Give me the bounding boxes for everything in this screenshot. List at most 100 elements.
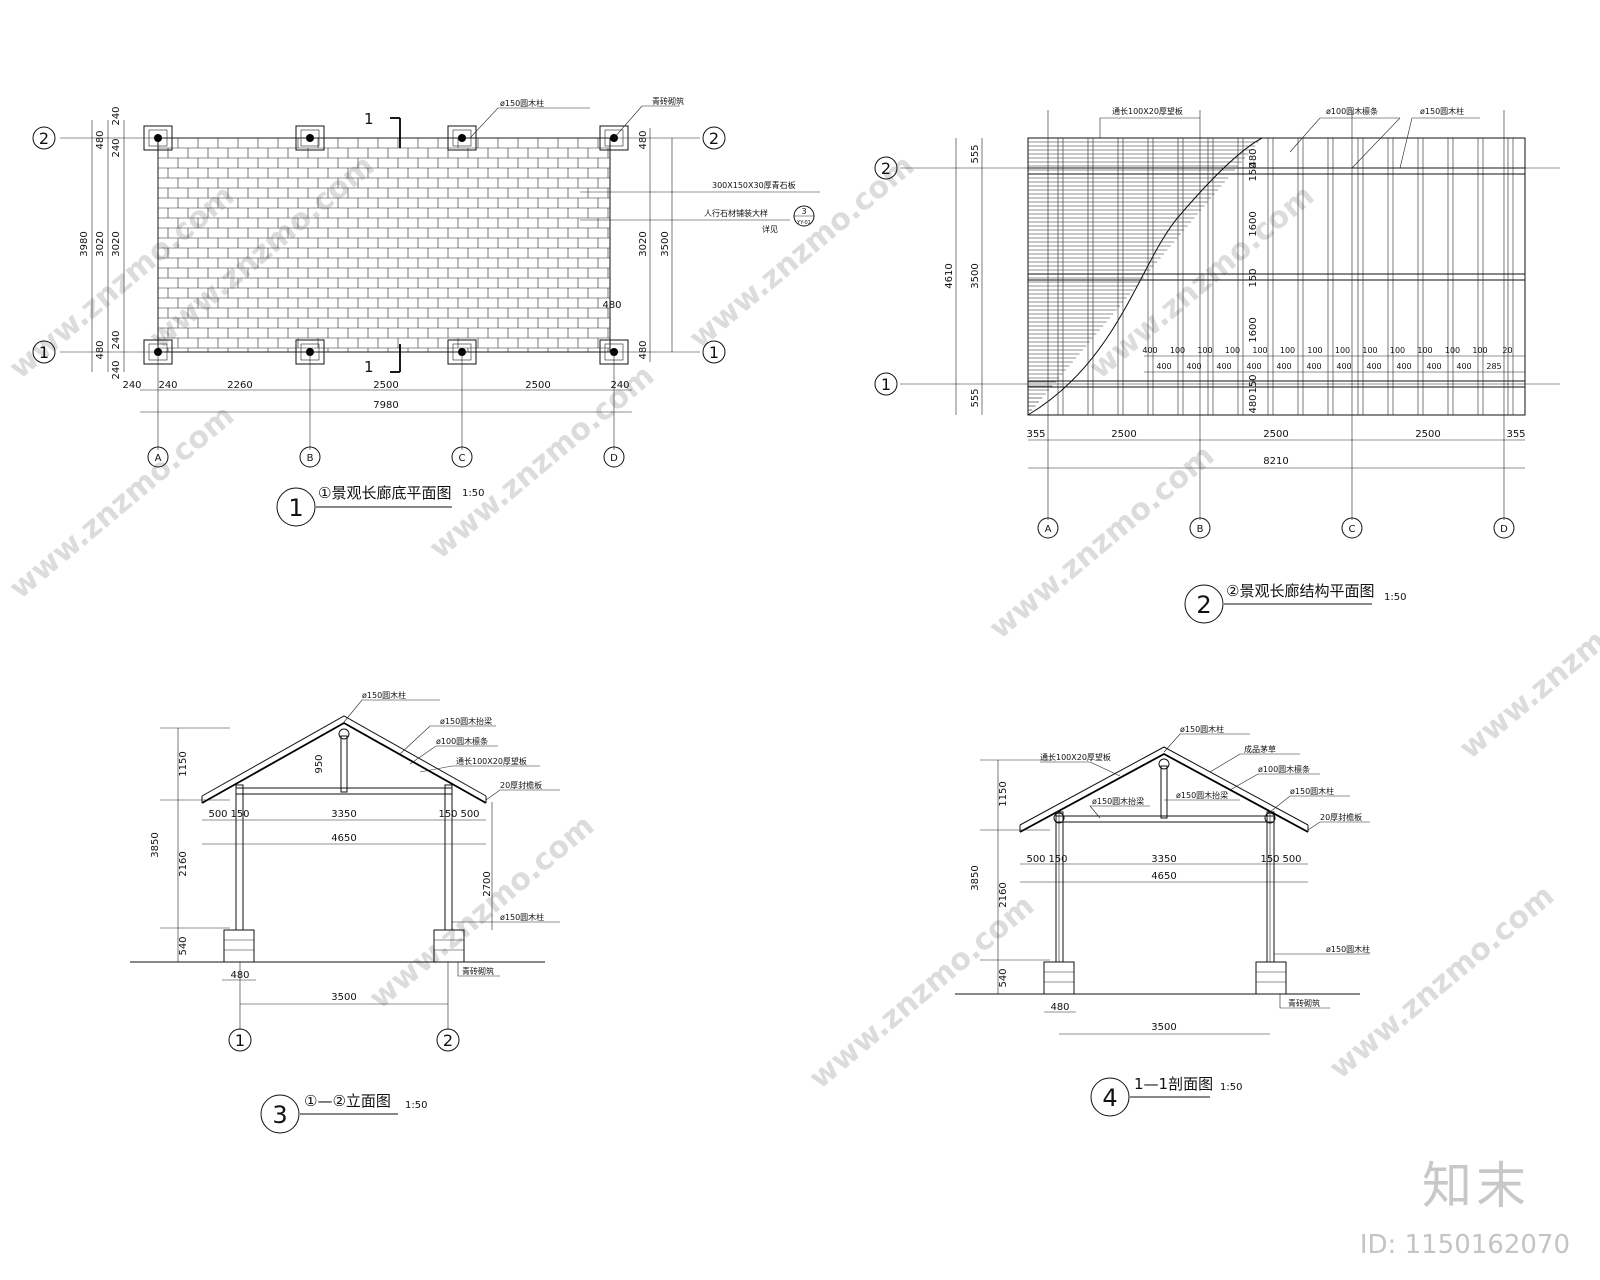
svg-text:1: 1 [235, 1031, 245, 1050]
grid-bubble: 1 [702, 340, 726, 364]
drawing-title: ①—②立面图 [304, 1092, 391, 1110]
grid-bubble: C [451, 446, 473, 468]
dim-text: 3500 [331, 992, 356, 1003]
drawing-number: 4 [1102, 1084, 1117, 1112]
grid-bubble: 2 [32, 126, 56, 150]
column [1055, 811, 1064, 963]
drawing-number: 2 [1196, 591, 1211, 619]
purlin-dim: 100 [1335, 346, 1350, 355]
dim-text: 3500 [970, 263, 981, 288]
dim-text: 240 [111, 138, 122, 157]
purlin-dim: 400 [1186, 362, 1201, 371]
dim-text: 3850 [970, 865, 981, 890]
roof-outline [1027, 137, 1526, 416]
dim-text: 240 [122, 380, 141, 391]
roof-outline [201, 721, 487, 804]
drawing-scale: 1:50 [1220, 1082, 1242, 1093]
dim-text: 240 [610, 380, 629, 391]
drawing-title: ②景观长廊结构平面图 [1226, 582, 1374, 600]
purlin-dim: 400 [1142, 346, 1157, 355]
purlin-dim: 100 [1390, 346, 1405, 355]
dim-text: 480 [1248, 394, 1259, 413]
paving-outline [157, 137, 611, 353]
image-id: ID: 1150162070 [1359, 1230, 1570, 1260]
purlin-dim: 100 [1280, 346, 1295, 355]
watermark-text: www.znzmo.com [363, 808, 601, 1016]
svg-text:A: A [155, 453, 162, 464]
dim-text: 240 [158, 380, 177, 391]
detail-sheet: YY-01 [796, 220, 811, 226]
purlin-dim: 100 [1417, 346, 1432, 355]
dim-text: 2500 [1263, 429, 1288, 440]
dim-text: 2500 [1111, 429, 1136, 440]
label-column: ø150圆木柱 [1420, 106, 1464, 116]
svg-text:B: B [1197, 524, 1204, 535]
dim-text: 355 [1026, 429, 1045, 440]
dim-text: 3350 [1151, 854, 1176, 865]
dim-text: 240 [111, 360, 122, 379]
elevation-drawing: 1 2 1150 2160 540 3850 500 150 3350 150 … [130, 690, 560, 1134]
section-drawing: 1150 2160 540 3850 500 150 3350 150 500 … [955, 724, 1370, 1117]
label-fascia: 20厚封檐板 [1320, 812, 1362, 822]
svg-text:2: 2 [881, 159, 891, 178]
drawing-scale: 1:50 [462, 488, 484, 499]
dim-text: 2500 [525, 380, 550, 391]
label-ridge-column: ø150圆木柱 [1180, 724, 1224, 734]
dim-text: 4650 [1151, 871, 1176, 882]
roof-outline [1019, 752, 1309, 833]
dim-text: 500 [208, 809, 227, 820]
dim-text: 2160 [998, 882, 1009, 907]
svg-text:2: 2 [709, 129, 719, 148]
label-paving: 300X150X30厚青石板 [712, 180, 796, 190]
watermark-text: www.znzmo.com [1323, 878, 1561, 1086]
tie-beam [235, 787, 453, 795]
purlin-dim: 400 [1306, 362, 1321, 371]
dim-text: 2700 [482, 871, 493, 896]
purlin-dim: 400 [1216, 362, 1231, 371]
ridge-purlin [338, 728, 350, 740]
grid-bubble: C [1341, 517, 1363, 539]
rafters [1057, 138, 1514, 415]
label-purlin: ø100圆木檩条 [436, 736, 488, 746]
svg-text:2: 2 [443, 1031, 453, 1050]
svg-text:C: C [1349, 524, 1356, 535]
dim-text: 150 [438, 809, 457, 820]
label-beam-2: ø150圆木抬梁 [1176, 790, 1228, 800]
label-column: ø150圆木柱 [500, 912, 544, 922]
purlin-dim: 400 [1396, 362, 1411, 371]
watermark-text: www.znzmo.com [803, 888, 1041, 1096]
dim-text: 480 [1050, 1002, 1069, 1013]
label-column: ø150圆木柱 [500, 98, 544, 108]
dim-text: 3980 [79, 231, 90, 256]
section-mark: 1 [364, 358, 374, 376]
grid-bubble: B [1189, 517, 1211, 539]
purlin-dim: 100 [1197, 346, 1212, 355]
dim-text: 480 [638, 130, 649, 149]
grid-bubble: 2 [702, 126, 726, 150]
dim-text: 4610 [944, 263, 955, 288]
purlin-dim: 100 [1472, 346, 1487, 355]
plinth [1043, 961, 1075, 995]
dim-text: 1600 [1248, 317, 1259, 342]
column [1266, 811, 1275, 963]
brand-watermark: 知末 [1422, 1157, 1530, 1215]
dim-text: 480 [1248, 148, 1259, 167]
grid-bubble: D [603, 446, 625, 468]
dim-text: 500 [460, 809, 479, 820]
section-mark: 1 [364, 110, 374, 128]
dim-text: 3020 [95, 231, 106, 256]
plinth [223, 929, 255, 963]
dim-text: 2260 [227, 380, 252, 391]
watermark-text: www.znzmo.com [983, 438, 1221, 646]
dim-text: 3020 [638, 231, 649, 256]
drawing-title: 1—1剖面图 [1134, 1075, 1213, 1093]
svg-text:D: D [610, 453, 618, 464]
label-base: 青砖砌筑 [652, 96, 684, 106]
dim-text: 480 [95, 130, 106, 149]
drawing-number-circle [260, 1094, 300, 1134]
label-board: 通长100X20厚望板 [456, 756, 527, 766]
dim-text: 480 [638, 340, 649, 359]
svg-text:C: C [459, 453, 466, 464]
